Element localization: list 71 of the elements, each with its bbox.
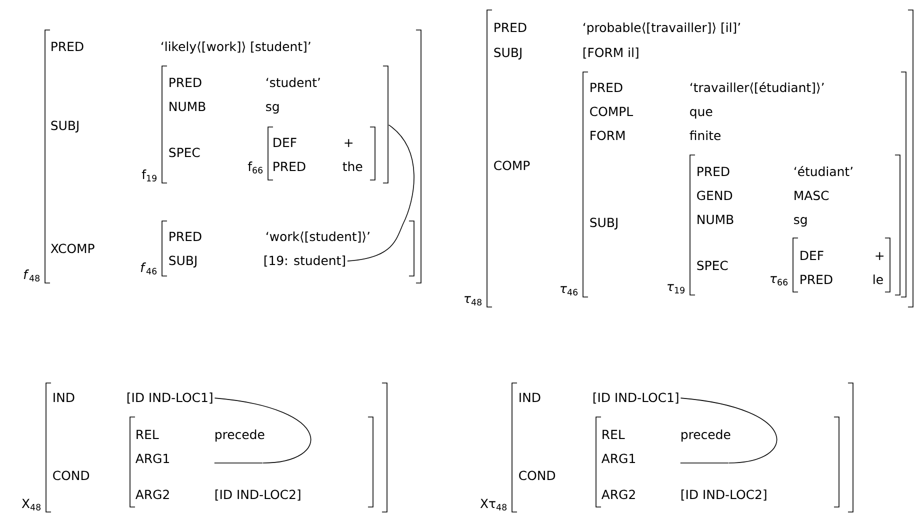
feature-value: ‘work⟨[student]⟩’ [266, 232, 370, 243]
feature-name: PRED [274, 162, 306, 171]
feature-name: ARG2 [136, 490, 169, 500]
feature-name: IND [54, 392, 74, 402]
feature-name: PRED [590, 82, 622, 92]
feature-name: SPEC [169, 148, 200, 158]
feature-name: ARG2 [602, 490, 635, 500]
feature-value: the [342, 162, 362, 172]
feature-name: ARG1 [602, 454, 635, 464]
structure-label: f$_{48}$ [24, 270, 40, 282]
feature-name: COND [53, 470, 90, 480]
feature-name: COND [519, 470, 556, 480]
feature-name: DEF [274, 138, 296, 147]
feature-value: ‘likely⟨[work]⟩ [student]’ [161, 42, 310, 54]
feature-value: precede [216, 430, 264, 442]
feature-name: COMPL [590, 106, 634, 116]
feature-name: PRED [52, 42, 84, 51]
feature-value: sg [266, 104, 279, 114]
structure-label: X$_{48}$ [22, 498, 41, 510]
feature-name: DEF [800, 250, 824, 260]
coreference-curve [347, 124, 414, 262]
feature-value: [ID IND-LOC2] [215, 490, 300, 501]
value-line [214, 462, 262, 464]
feature-value: sg [794, 217, 807, 227]
feature-name: SPEC [697, 260, 728, 270]
feature-name: XCOMP [50, 244, 94, 254]
feature-name: REL [602, 430, 625, 439]
feature-name: NUMB [170, 102, 206, 112]
feature-value: ‘probable⟨[travailler]⟩ [il]’ [583, 22, 740, 35]
feature-value: finite [690, 130, 720, 140]
feature-value: que [690, 109, 712, 119]
coreference-curve [680, 398, 778, 464]
feature-name: SUBJ [494, 48, 522, 60]
feature-value: precede [682, 430, 730, 442]
feature-value: ‘étudiant’ [794, 166, 852, 176]
feature-name: IND [520, 392, 540, 402]
feature-name: PRED [494, 22, 526, 32]
feature-value: [19: student] [264, 256, 345, 267]
structure-label: τ$_{66}$ [770, 276, 788, 286]
coreference-curve [214, 398, 312, 464]
structure-label: τ$_{48}$ [464, 296, 482, 306]
structure-label: f$_{66}$ [248, 162, 263, 174]
structure-label: f$_{46}$ [140, 262, 157, 274]
structure-label: τ$_{19}$ [668, 284, 684, 294]
feature-name: COMP [494, 160, 530, 170]
feature-value: ‘student’ [266, 78, 320, 88]
structure-label: Xτ$_{48}$ [480, 498, 506, 510]
feature-name: PRED [698, 166, 730, 176]
feature-value: [ID IND-LOC2] [681, 490, 766, 501]
feature-name: GEND [697, 190, 732, 200]
feature-value: + [344, 139, 353, 147]
feature-name: REL [136, 430, 159, 439]
feature-value: [ID IND-LOC1] [127, 392, 212, 404]
feature-value: MASC [794, 190, 829, 200]
feature-value: + [876, 252, 884, 260]
feature-value: le [874, 274, 883, 284]
feature-name: ARG1 [136, 454, 170, 464]
feature-name: FORM [590, 130, 625, 140]
feature-name: SUBJ [590, 218, 618, 230]
feature-name: PRED [170, 232, 202, 241]
value-line [680, 462, 728, 464]
feature-name: SUBJ [169, 256, 196, 268]
feature-value: [ID IND-LOC1] [593, 392, 678, 404]
feature-name: SUBJ [51, 120, 78, 132]
feature-value: ‘travailler⟨[étudiant]⟩’ [690, 82, 824, 94]
feature-name: NUMB [698, 214, 734, 224]
structure-label: τ$_{46}$ [560, 286, 578, 296]
feature-name: PRED [170, 78, 202, 87]
feature-value: [FORM il] [583, 48, 638, 59]
structure-label: f$_{19}$ [142, 170, 156, 182]
feature-name: PRED [800, 274, 832, 284]
